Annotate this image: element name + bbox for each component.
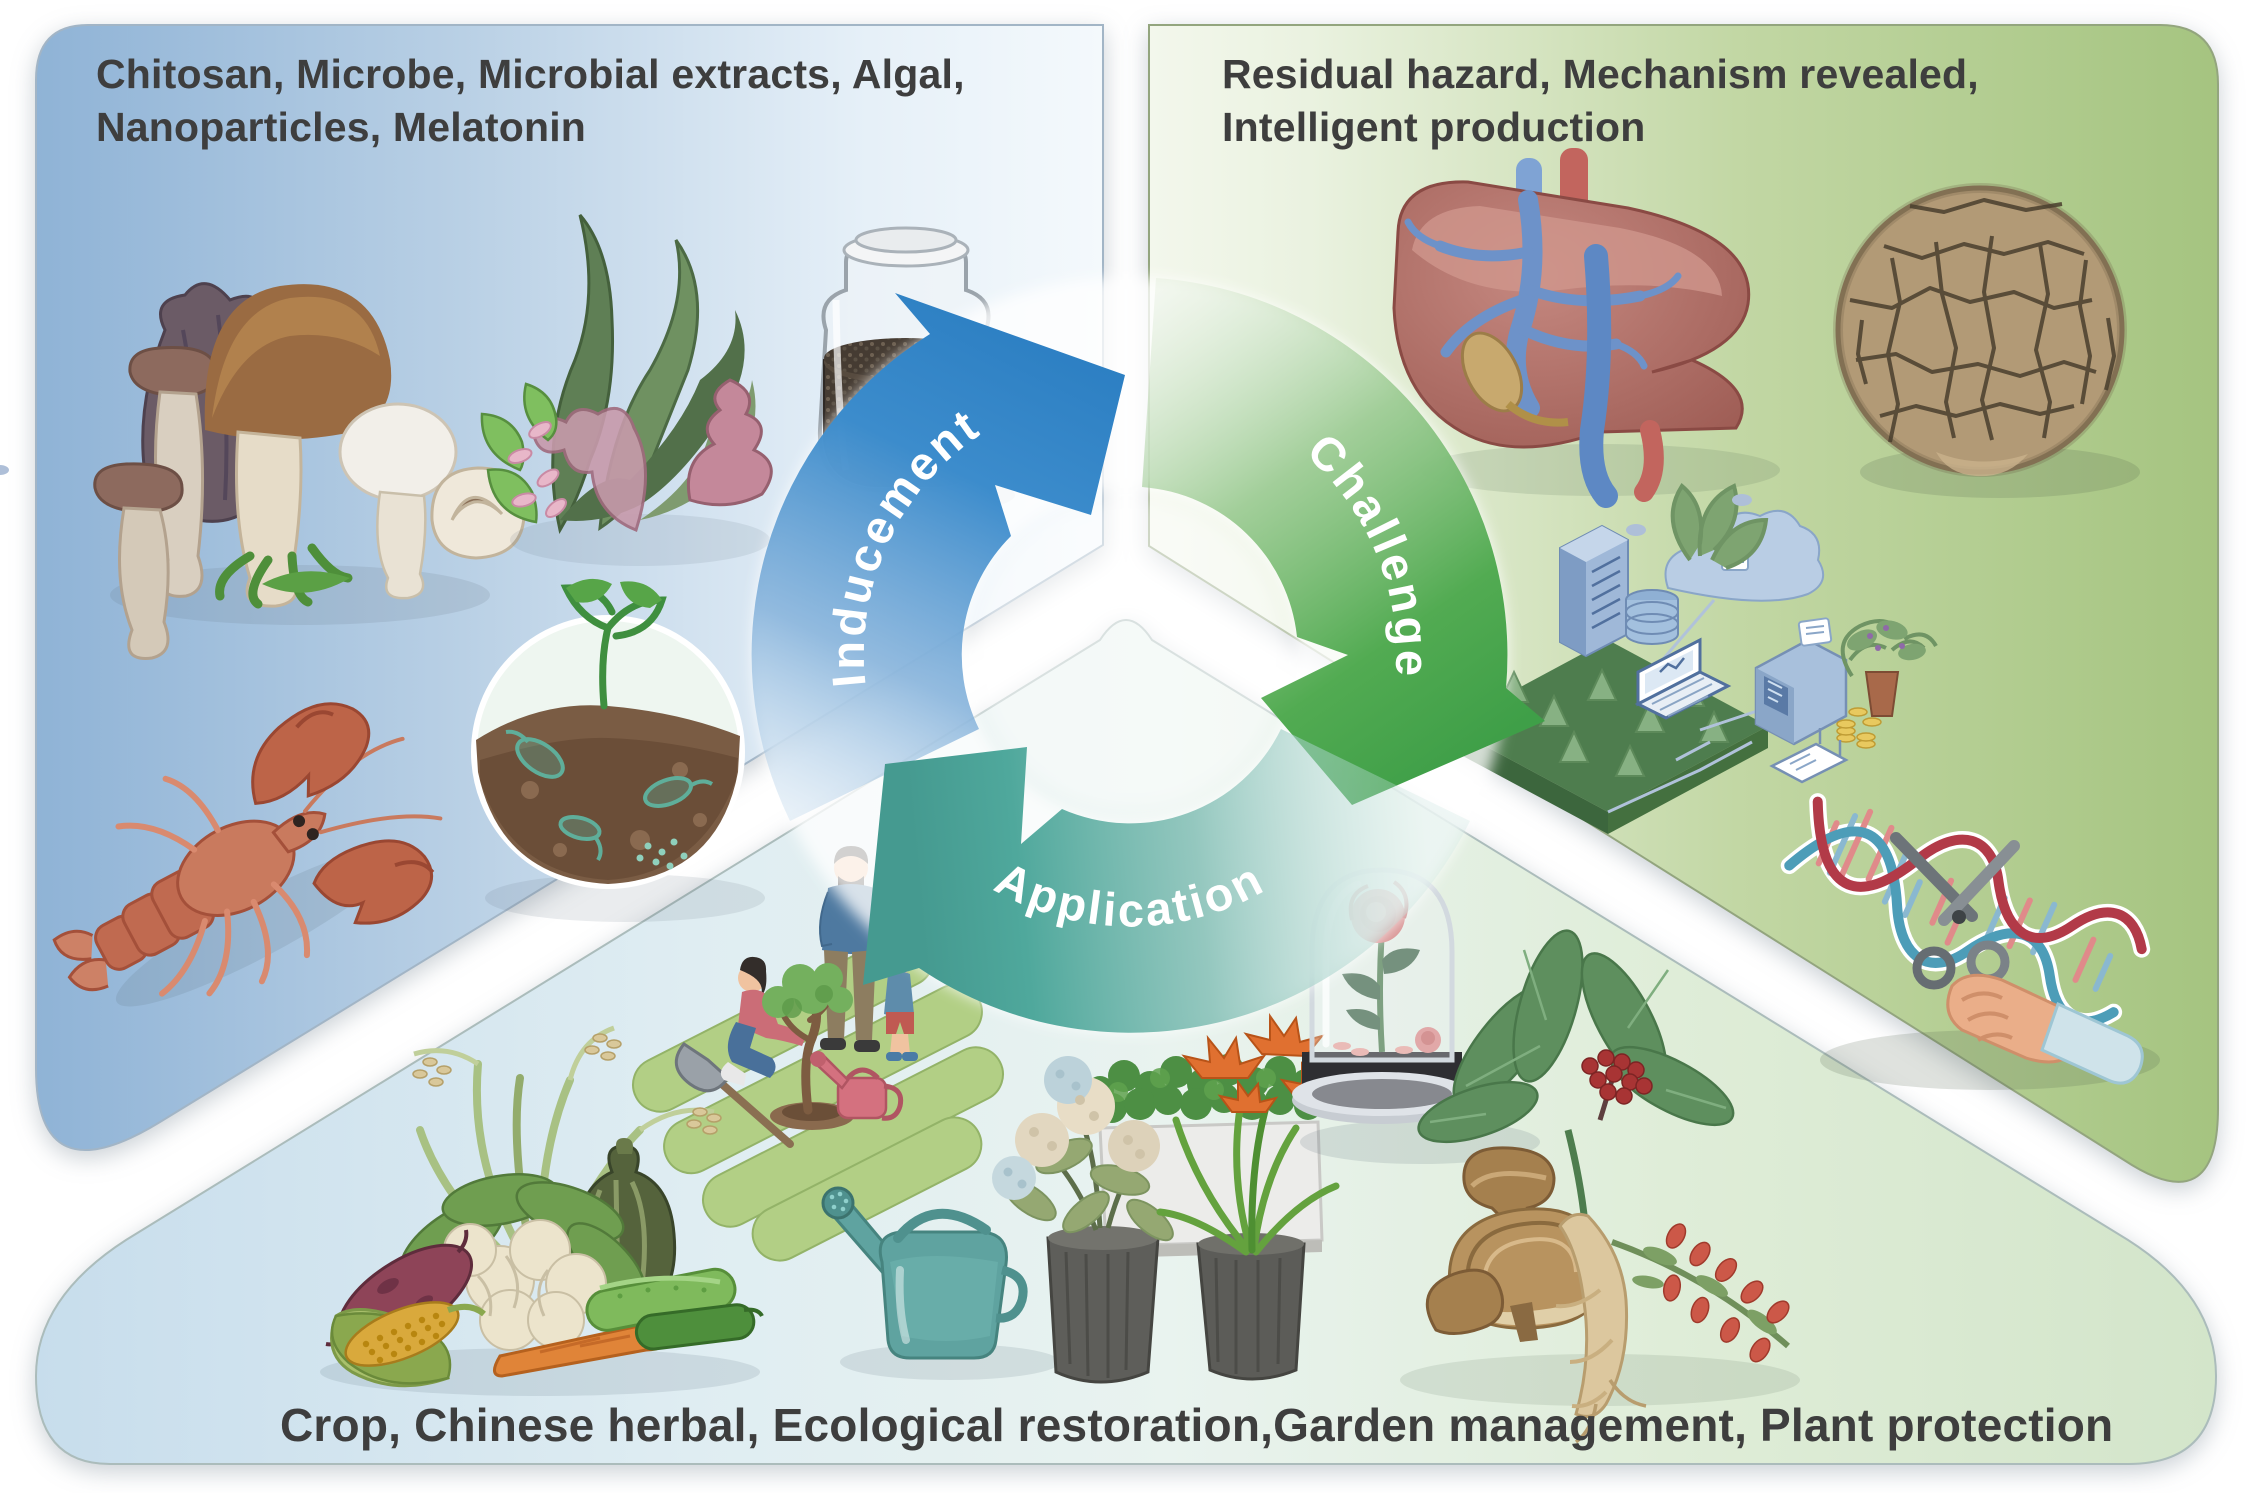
herbal-ginseng-reishi-goji-illustration bbox=[1400, 929, 1800, 1444]
inducers-caption-line1: Chitosan, Microbe, Microbial extracts, A… bbox=[96, 51, 965, 97]
inducers-caption: Chitosan, Microbe, Microbial extracts, A… bbox=[96, 48, 965, 155]
challenges-caption-line1: Residual hazard, Mechanism revealed, bbox=[1222, 51, 1979, 97]
inducement-arrow bbox=[751, 293, 1125, 821]
challenges-caption-line2: Intelligent production bbox=[1222, 104, 1646, 151]
application-arrow bbox=[863, 729, 1470, 1033]
watering-can-illustration bbox=[821, 1186, 1060, 1380]
soil-microbes-circle-illustration bbox=[471, 578, 765, 922]
shovel-icon bbox=[674, 1041, 794, 1148]
cycle-center bbox=[970, 495, 1290, 815]
mushrooms-illustration bbox=[93, 282, 526, 660]
scissors-icon bbox=[1890, 832, 2020, 990]
dna-gene-editing-illustration bbox=[1780, 793, 2160, 1090]
hand-icon bbox=[1946, 973, 2144, 1085]
family-tree-planting-illustration bbox=[632, 846, 1004, 1262]
small-watering-can-icon bbox=[810, 1051, 904, 1121]
inducers-caption-line2: Nanoparticles, Melatonin bbox=[96, 104, 587, 151]
sapling-icon bbox=[762, 963, 854, 1130]
mother-figure bbox=[720, 956, 806, 1086]
applications-caption: Crop, Chinese herbal, Ecological restora… bbox=[280, 1396, 2113, 1456]
lobster-illustration bbox=[52, 702, 443, 1007]
challenge-arrow bbox=[1142, 278, 1545, 805]
smart-agriculture-scene-illustration bbox=[0, 465, 1938, 834]
liver-organ-illustration bbox=[1392, 148, 1780, 508]
cracked-dry-soil-illustration bbox=[1833, 183, 2140, 498]
algae-seaweed-illustration bbox=[480, 214, 773, 566]
applications-caption-text: Crop, Chinese herbal, Ecological restora… bbox=[280, 1399, 2114, 1451]
potted-flowers-illustration bbox=[992, 1012, 1349, 1384]
challenges-caption: Residual hazard, Mechanism revealed, Int… bbox=[1222, 48, 1979, 155]
harvest-vegetables-illustration bbox=[320, 1025, 764, 1396]
cycle-diagram: Inducement Challenge Application bbox=[751, 277, 1545, 1034]
